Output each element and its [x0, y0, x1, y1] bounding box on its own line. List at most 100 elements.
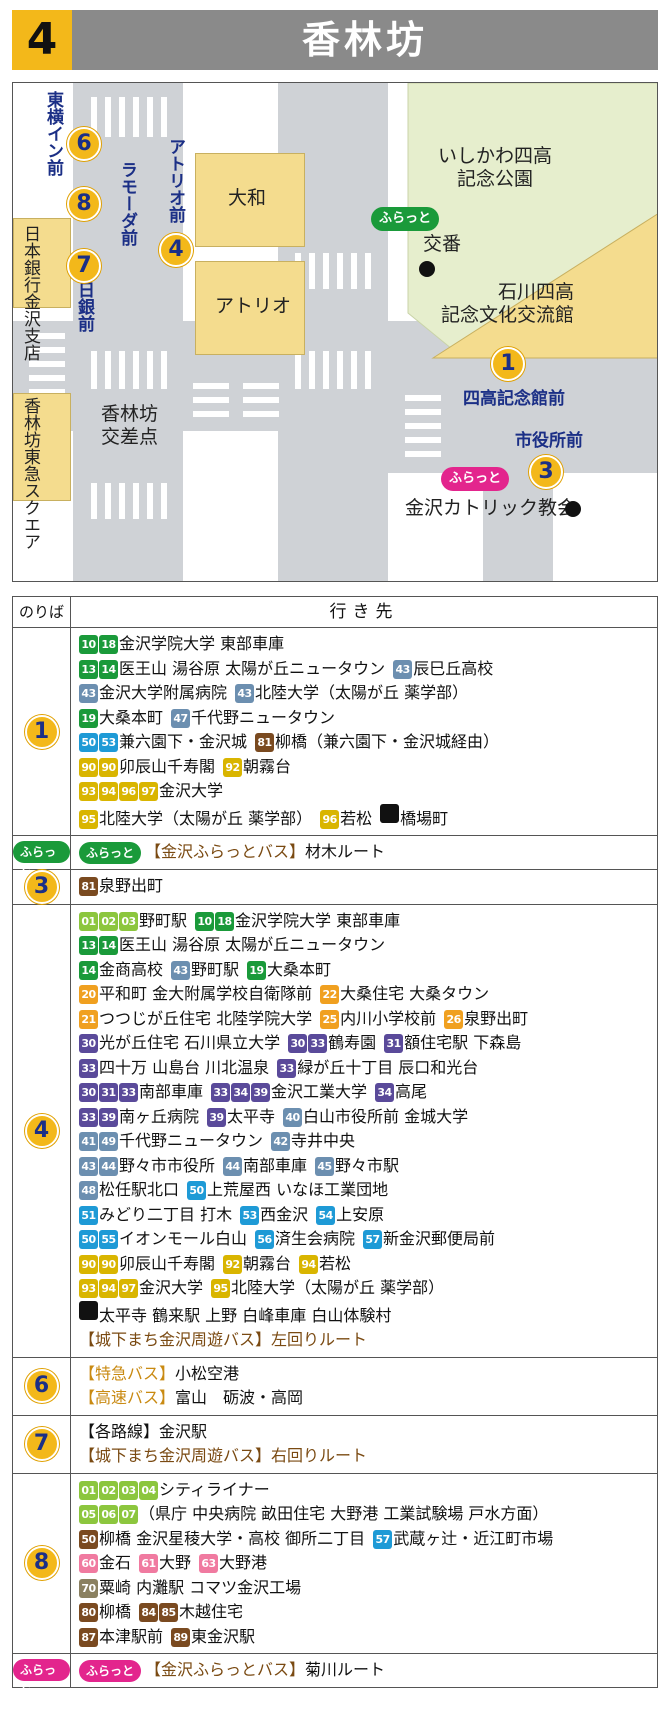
route-number-badge: 10: [195, 911, 215, 931]
route-number-badge: 54: [316, 1205, 336, 1225]
route-number-badge: 95: [79, 809, 98, 829]
destination-text: 【金沢ふらっとバス】菊川ルート: [145, 1660, 386, 1679]
route-number-badge: 07: [119, 1505, 138, 1524]
furatto-badge: ふらっと: [79, 1660, 142, 1682]
destination-text: 白山市役所前 金城大学: [303, 1106, 469, 1126]
nichigin-label: 日銀前: [74, 281, 94, 332]
route-number-badge: 43: [79, 684, 98, 703]
boarding-stop-cell: ふらっと: [13, 1654, 71, 1699]
atorio-label: アトリオ: [215, 295, 292, 317]
destination-text: 【城下まち金沢周遊バス】右回りルート: [79, 1446, 368, 1465]
stop-header: 4 香林坊: [12, 10, 658, 70]
destination-text: 柳橋（兼六園下・金沢城経由）: [275, 732, 500, 751]
destination-text: 兼六園下・金沢城: [119, 732, 248, 751]
map-stop-3: 3: [529, 455, 563, 489]
stop-number-badge: 4: [24, 1113, 59, 1148]
atorio-building: [195, 261, 305, 355]
route-number-badge: 90: [99, 1254, 118, 1274]
route-number-badge: 90: [79, 1254, 98, 1274]
destination-text: 木越住宅: [179, 1602, 244, 1621]
furatto-green-map-badge: ふらっと: [371, 207, 440, 231]
route-number-badge: 40: [283, 1107, 303, 1127]
destination-text: 野町駅: [191, 959, 240, 979]
route-number-badge: 30: [79, 1034, 98, 1053]
map-stop-1: 1: [491, 347, 525, 381]
destination-text: 朝霧台: [243, 1253, 292, 1273]
koban-marker: [419, 261, 435, 277]
shiyakusho-stop-label: 市役所前: [515, 431, 583, 451]
route-number-badge: 33: [211, 1083, 231, 1102]
destination-text: 卯辰山千寿閣: [119, 756, 216, 776]
destination-text: 野々市市役所: [119, 1155, 216, 1175]
route-number-badge: 04: [139, 1480, 158, 1500]
stop-number: 4: [12, 10, 72, 70]
route-number-badge: [380, 803, 400, 823]
table-row: 6【特急バス】小松空港【高速バス】富山 砺波・高岡: [13, 1357, 658, 1416]
destination-text: 泉野出町: [99, 875, 164, 895]
route-number-badge: 85: [159, 1603, 179, 1622]
route-number-badge: 01: [79, 911, 98, 931]
destination-text: 額住宅駅 下森島: [404, 1033, 522, 1052]
route-number-badge: 20: [79, 985, 98, 1004]
route-number-badge: 10: [79, 635, 98, 654]
route-number-badge: 31: [384, 1034, 404, 1053]
route-number-badge: 06: [99, 1505, 118, 1524]
route-number-badge: 02: [99, 1480, 118, 1500]
route-number-badge: 45: [315, 1156, 335, 1176]
route-number-badge: 49: [99, 1132, 118, 1151]
destination-line: 【特急バス】小松空港: [79, 1362, 649, 1387]
shikou-stop-label: 四高記念館前: [463, 389, 565, 409]
destination-text: 金沢学院大学 東部車庫: [235, 910, 401, 930]
destination-text: 金沢大学附属病院: [99, 683, 228, 702]
hall-label: 石川四高 記念文化交流館: [441, 281, 575, 327]
destinations-cell: ふらっと【金沢ふらっとバス】材木ルート: [71, 836, 658, 869]
destination-text: 済生会病院: [275, 1229, 356, 1248]
service-name: 【金沢ふらっとバス】: [145, 842, 306, 861]
furatto-badge: ふらっと: [13, 1659, 70, 1699]
yamato-label: 大和: [228, 187, 267, 209]
route-number-badge: 90: [79, 757, 98, 777]
destination-text: 朝霧台: [243, 756, 292, 776]
destination-text: 金沢大学: [139, 1278, 204, 1297]
destination-text: 新金沢郵便局前: [383, 1229, 496, 1248]
route-number-badge: 63: [199, 1554, 219, 1573]
destination-line: 【各路線】金沢駅: [79, 1420, 649, 1445]
route-number-badge: 87: [79, 1627, 98, 1647]
route-number-badge: 95: [211, 1279, 231, 1298]
boarding-stop-cell: 6: [13, 1357, 71, 1415]
route-number-badge: 21: [79, 1009, 98, 1029]
route-number-badge: 14: [99, 659, 118, 679]
route-number-badge: 39: [251, 1083, 271, 1102]
destination-text: 南部車庫: [243, 1155, 308, 1175]
furatto-badge: ふらっと: [13, 841, 70, 881]
destination-text: 【特急バス】: [79, 1363, 176, 1383]
route-number-badge: 96: [320, 809, 340, 829]
park-label: いしかわ四高 記念公園: [438, 145, 553, 191]
route-number-badge: 50: [187, 1181, 207, 1200]
ramoda-label: ラモーダ前: [117, 161, 137, 246]
route-number-badge: 80: [79, 1603, 98, 1622]
route-number-badge: 51: [79, 1205, 98, 1225]
route-number-badge: 34: [231, 1083, 251, 1102]
destination-text: 金沢学院大学 東部車庫: [119, 634, 285, 653]
toyoko-label: 東横イン前: [43, 91, 63, 176]
route-number-badge: 96: [119, 782, 138, 801]
route-number-badge: 44: [223, 1156, 243, 1176]
destination-text: 光が丘住宅 石川県立大学: [99, 1033, 281, 1052]
route-number-badge: 94: [99, 1279, 118, 1298]
destination-line: 【城下まち金沢周遊バス】左回りルート: [79, 1328, 649, 1353]
boarding-stop-cell: 3: [13, 869, 71, 904]
destination-text: 橋場町: [400, 808, 449, 828]
furatto-pink-map-badge: ふらっと: [441, 467, 510, 491]
map-stop-7: 7: [67, 249, 101, 283]
